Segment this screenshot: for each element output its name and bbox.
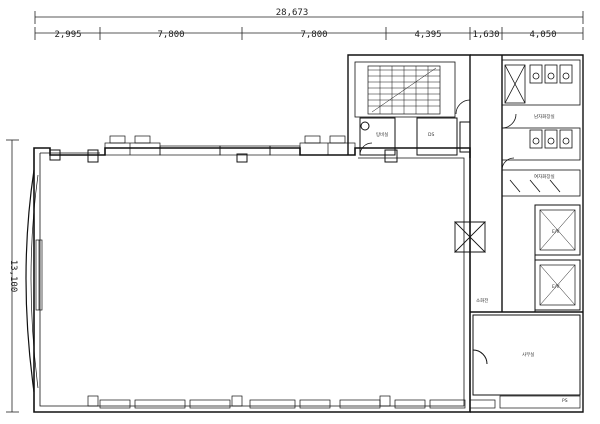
overall-width-label: 28,673	[276, 8, 309, 18]
bottom-right-band	[469, 395, 581, 409]
bay-dimension-line	[34, 27, 584, 40]
office-walls	[33, 147, 471, 413]
lift-label: 소화전	[476, 297, 488, 304]
overall-height-label: 13,100	[8, 260, 18, 293]
corner-office-label: 사무실	[522, 351, 534, 358]
bay-label-3: 7,800	[300, 30, 327, 40]
utility-rooms	[359, 117, 471, 163]
stair-core	[347, 54, 471, 158]
ps-label: PS	[562, 398, 568, 404]
elevator-2-label: E/V	[552, 284, 560, 290]
double-door	[453, 221, 487, 253]
columns	[49, 149, 248, 163]
overall-height-dimension	[6, 139, 19, 413]
curved-facade	[25, 169, 35, 393]
top-window-band	[104, 135, 356, 156]
bay-label-2: 7,800	[157, 30, 184, 40]
corner-office	[472, 314, 581, 396]
utility-room-label: 탕비실	[376, 131, 388, 138]
stair-door	[455, 99, 471, 115]
bay-label-5: 1,630	[472, 30, 499, 40]
right-core	[470, 54, 584, 413]
mens-restroom-label: 남자화장실	[534, 113, 555, 120]
left-window	[35, 239, 43, 311]
womens-restroom-label: 여자화장실	[534, 173, 555, 180]
elevator-1-label: E/V	[552, 229, 560, 235]
restrooms	[501, 59, 581, 197]
duct-label: DS	[428, 132, 434, 138]
overall-width-dimension	[34, 11, 584, 24]
bay-label-4: 4,395	[414, 30, 441, 40]
stair-treads	[368, 66, 440, 114]
bay-label-1: 2,995	[54, 30, 81, 40]
bay-label-6: 4,050	[529, 30, 556, 40]
bottom-window-band	[87, 395, 466, 409]
